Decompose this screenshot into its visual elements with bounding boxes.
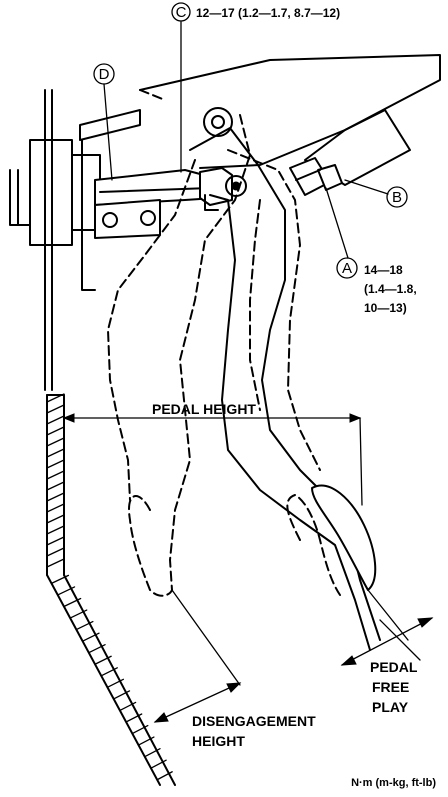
clutch-pedal-arm-solid: [189, 127, 381, 651]
clutch-pedal-arm-dashed: [107, 89, 341, 597]
pedal-pad: [311, 484, 377, 591]
pedal-free-play-line2: FREE: [372, 679, 409, 695]
hatch-line: [156, 771, 173, 781]
hatch-line: [75, 620, 94, 631]
callout-d-letter: D: [99, 66, 110, 83]
hatch-line: [125, 713, 143, 723]
hatch-line: [46, 470, 65, 480]
hatch-line: [69, 609, 88, 619]
hatch-line: [46, 481, 65, 491]
callout-b: B: [386, 186, 408, 208]
hatch-line: [46, 503, 65, 513]
master-cylinder-pushrod: [94, 167, 247, 239]
hatch-line: [144, 748, 161, 758]
hatch-line: [46, 525, 65, 535]
hatch-line: [46, 536, 65, 546]
callout-c: C 12—17 (1.2—1.7, 8.7—12): [171, 2, 340, 22]
callout-a-spec-line1: 14—18: [364, 263, 403, 277]
hatch-line: [46, 437, 65, 447]
hatch-line: [46, 404, 65, 414]
hatch-line: [46, 514, 65, 524]
pedal-height-dimension: [62, 413, 363, 506]
hatch-line: [113, 690, 131, 700]
hatch-line: [106, 678, 125, 688]
hatch-line: [46, 492, 65, 502]
pedal-height-adjust-bolt: [289, 157, 343, 196]
hatch-line: [94, 655, 112, 665]
pedal-free-play-line3: PLAY: [372, 699, 409, 715]
pedal-free-play-line1: PEDAL: [370, 659, 418, 675]
hatch-line: [88, 644, 106, 654]
hatch-line: [46, 415, 65, 425]
pedal-free-play-dimension: [340, 589, 434, 666]
hatch-line: [119, 701, 137, 712]
callout-a-letter: A: [342, 260, 352, 277]
callout-d: D: [93, 63, 115, 85]
callout-c-letter: C: [176, 4, 187, 21]
hatch-line: [131, 724, 149, 735]
callout-a-spec-line3: 10—13): [364, 301, 407, 315]
callout-b-letter: B: [392, 189, 402, 206]
callout-a: A 14—18 (1.4—1.8, 10—13): [336, 257, 417, 315]
hatch-line: [46, 448, 65, 458]
firewall-hatched-wall: [46, 393, 176, 786]
hatch-line: [137, 736, 155, 746]
hatch-line: [50, 574, 70, 585]
disengagement-height-dimension: [153, 589, 242, 723]
hatch-line: [150, 759, 167, 769]
callout-a-spec-line2: (1.4—1.8,: [364, 282, 417, 296]
hatch-line: [46, 558, 65, 568]
pedal-bracket-top: [139, 54, 441, 186]
hatch-line: [63, 597, 82, 608]
hatch-line: [46, 426, 65, 436]
hatch-line: [57, 586, 76, 596]
hatch-line: [100, 667, 118, 677]
callout-leaders: [103, 21, 389, 259]
hatch-line: [81, 632, 100, 642]
callout-c-spec: 12—17 (1.2—1.7, 8.7—12): [196, 6, 340, 20]
pedal-height-label: PEDAL HEIGHT: [152, 401, 256, 417]
hatch-line: [46, 459, 65, 469]
units-note: N·m (m-kg, ft-lb): [351, 777, 436, 789]
mounting-bracket: [9, 89, 141, 391]
hatch-line: [46, 547, 65, 557]
hatch-line: [46, 393, 65, 403]
disengagement-height-line2: HEIGHT: [192, 733, 245, 749]
disengagement-height-line1: DISENGAGEMENT: [192, 713, 316, 729]
